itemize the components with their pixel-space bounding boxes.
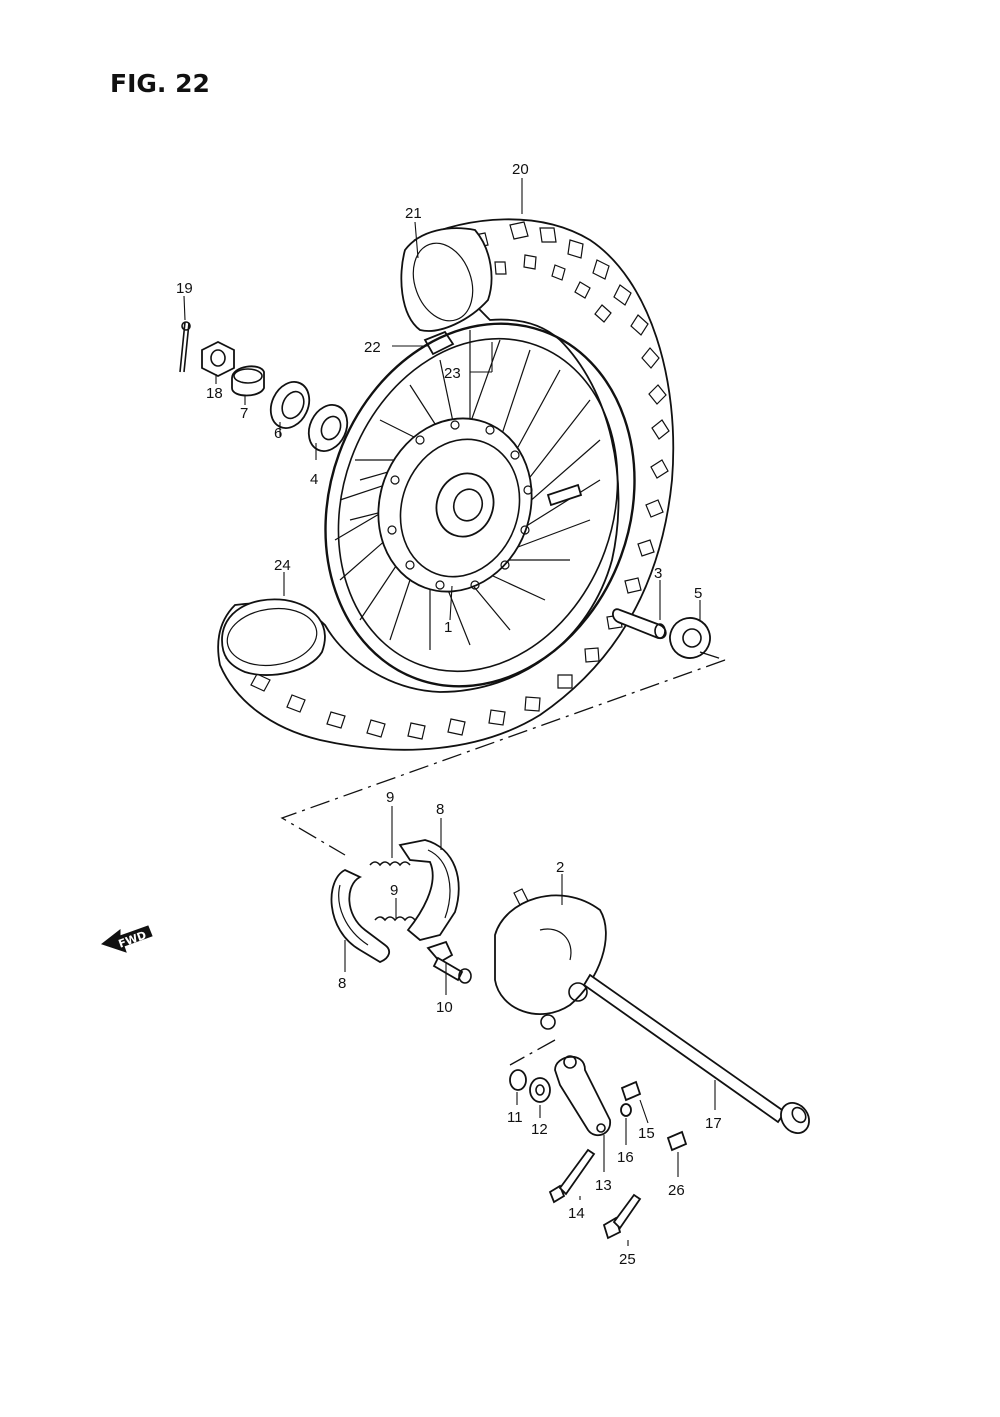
callout-10: 10 — [436, 999, 453, 1016]
flange-bolt — [602, 1193, 642, 1240]
fwd-label: FWD — [117, 929, 148, 951]
forward-direction-indicator: FWD — [100, 925, 153, 953]
callout-5: 5 — [694, 585, 702, 602]
tread-pattern — [225, 221, 670, 740]
washer-large — [529, 1077, 551, 1103]
callout-8-lower: 8 — [338, 975, 346, 992]
callout-6: 6 — [274, 425, 282, 442]
callout-13: 13 — [595, 1177, 612, 1194]
arm-washer — [620, 1103, 632, 1117]
arm-nut — [620, 1080, 642, 1102]
brake-shoe-spring-lower — [374, 916, 416, 922]
axle-collar — [231, 365, 265, 397]
callout-1: 1 — [444, 619, 452, 636]
wheel-bearing-left — [307, 404, 349, 452]
callout-18: 18 — [206, 385, 223, 402]
rim-inner — [337, 337, 619, 673]
brake-arm — [554, 1055, 611, 1137]
callout-26: 26 — [668, 1182, 685, 1199]
hub-bearing-seat — [435, 472, 495, 538]
callout-12: 12 — [531, 1121, 548, 1138]
callout-21: 21 — [405, 205, 422, 222]
leader-lines — [183, 178, 716, 1246]
callout-11: 11 — [507, 1109, 523, 1126]
callout-25: 25 — [619, 1251, 636, 1268]
callout-17: 17 — [705, 1115, 722, 1132]
arm-bolt — [548, 1148, 596, 1204]
axle-nut-castle — [201, 340, 235, 378]
valve-stem — [546, 483, 583, 507]
callout-24: 24 — [274, 557, 291, 574]
callout-23: 23 — [444, 365, 461, 382]
callout-20: 20 — [512, 161, 529, 178]
callout-22: 22 — [364, 339, 381, 356]
callout-3: 3 — [654, 565, 662, 582]
front-axle — [582, 973, 810, 1134]
inner-tube-end — [221, 598, 326, 676]
callout-7: 7 — [240, 405, 248, 422]
callout-15: 15 — [638, 1125, 655, 1142]
tire — [217, 218, 675, 751]
hub-spoke-holes — [387, 420, 533, 590]
rim-outer — [324, 322, 636, 688]
callout-16: 16 — [617, 1149, 634, 1166]
oil-seal — [269, 381, 311, 429]
brake-shoe-left — [330, 869, 391, 964]
brake-panel — [494, 888, 607, 1030]
callout-14: 14 — [568, 1205, 585, 1222]
callout-9-lower: 9 — [390, 882, 398, 899]
brake-shoe-right — [398, 839, 460, 941]
callout-9-upper: 9 — [386, 789, 394, 806]
brake-shoe-spring-upper — [369, 861, 411, 867]
wheel-bearing-right — [669, 617, 711, 659]
bolt-nut — [666, 1130, 688, 1152]
callout-4: 4 — [310, 471, 318, 488]
panel-axis-line — [509, 1039, 556, 1066]
brake-cam — [426, 940, 472, 984]
callout-8-upper: 8 — [436, 801, 444, 818]
inner-tube — [400, 227, 493, 332]
callout-2: 2 — [556, 859, 564, 876]
washer-small — [509, 1069, 527, 1091]
axle-spacer — [612, 608, 667, 640]
forward-arrow-icon — [100, 925, 153, 953]
wheel-assembly — [217, 218, 675, 751]
callout-19: 19 — [176, 280, 193, 297]
assembly-axis-line — [280, 659, 726, 856]
figure-title: FIG. 22 — [110, 69, 210, 98]
rim-band — [423, 330, 455, 356]
